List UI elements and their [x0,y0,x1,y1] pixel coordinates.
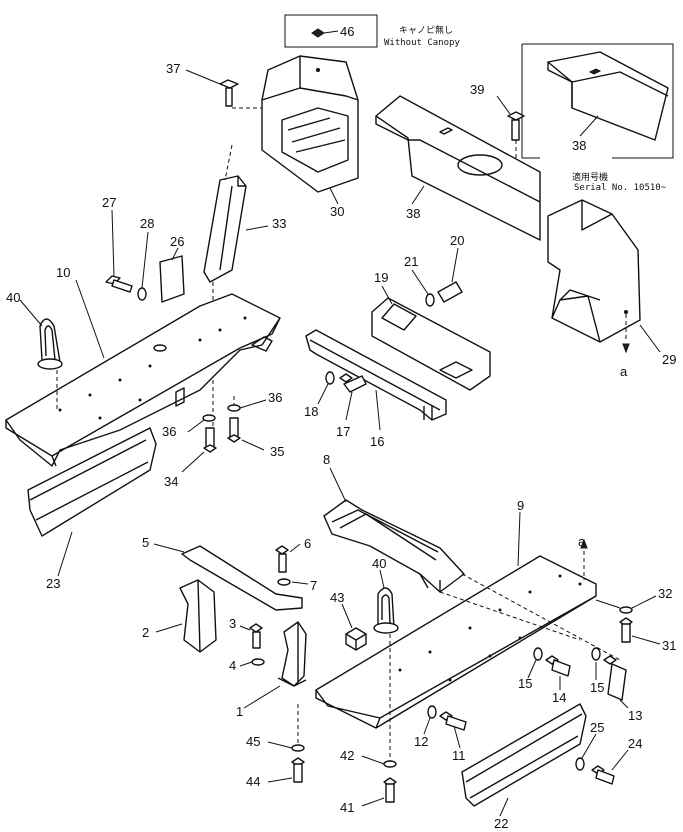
part-43-block [341,603,367,651]
without-canopy-inset: キャノピ無し Without Canopy [284,14,460,48]
parts-20-21 [411,247,463,307]
callout-14: 14 [552,690,566,705]
without-canopy-jp-text: キャノピ無し [399,24,453,36]
callout-10: 10 [56,265,70,280]
without-canopy-en-text: Without Canopy [384,38,460,48]
callout-24: 24 [628,736,642,751]
part-22-cover [461,703,587,817]
callout-20: 20 [450,233,464,248]
callout-6: 6 [304,536,311,551]
callout-39: 39 [470,82,484,97]
callout-16: 16 [370,434,384,449]
callout-28: 28 [140,216,154,231]
callout-42: 42 [340,748,354,763]
callout-34: 34 [164,474,178,489]
part-5-bar [153,543,303,611]
callout-1: 1 [236,704,243,719]
part-38-cover [375,95,541,241]
part-23-cover [27,427,157,577]
part-8-crossmember [323,467,465,593]
callout-35: 35 [270,444,284,459]
part-40-ring-lower [373,569,399,762]
callout-36b: 36 [268,390,282,405]
part-1-support [243,621,307,709]
part-9-base-frame [315,511,621,729]
callout-5: 5 [142,535,149,550]
callout-30: 30 [330,204,344,219]
parts-13-15b [591,647,629,709]
parts-17-18 [317,371,367,421]
callout-32: 32 [658,586,672,601]
parts-24-25 [575,733,629,785]
part-16-crossbar [305,329,447,431]
parts-6-7 [275,543,309,586]
part-19-bracket [371,285,491,391]
parts-11-12 [423,705,467,749]
callout-2: 2 [142,625,149,640]
parts-3-4 [239,623,265,667]
callout-31: 31 [662,638,676,653]
callout-45: 45 [246,734,260,749]
serial-jp-text: 適用号機 [572,171,608,183]
callout-33: 33 [272,216,286,231]
part-39-bolt [496,95,525,158]
callout-22: 22 [494,816,508,831]
callout-7: 7 [310,578,317,593]
callout-46: 46 [340,24,354,39]
callout-29: 29 [662,352,676,367]
callout-43: 43 [330,590,344,605]
callout-4: 4 [229,658,236,673]
parts-41-42-44-45 [267,704,397,807]
part-30-box [232,55,359,205]
callout-38a: 38 [572,138,586,153]
callout-36a: 36 [162,424,176,439]
parts-31-32 [619,595,661,645]
callout-17: 17 [336,424,350,439]
callout-21: 21 [404,254,418,269]
arrow-label-a-lower: a [578,534,586,549]
callout-11: 11 [452,748,466,763]
part-10-frame [5,279,281,467]
callout-27: 27 [102,195,116,210]
callout-40a: 40 [6,290,20,305]
callout-37: 37 [166,61,180,76]
callout-38b: 38 [406,206,420,221]
parts-27-28-26 [105,209,185,303]
callout-23: 23 [46,576,60,591]
callout-15a: 15 [518,676,532,691]
callout-18: 18 [304,404,318,419]
callout-13: 13 [628,708,642,723]
callout-19: 19 [374,270,388,285]
callout-labels: 1 2 3 4 5 6 7 8 9 10 11 12 13 14 15 15 1… [6,24,676,831]
part-29-cover [547,199,661,354]
callout-40b: 40 [372,556,386,571]
callout-3: 3 [229,616,236,631]
parts-34-35-36 [181,396,267,473]
part-37-bolt [185,69,239,107]
callout-15b: 15 [590,680,604,695]
part-2-support [155,579,217,653]
part-33-bracket [203,144,269,440]
callout-9: 9 [517,498,524,513]
serial-en-text: Serial No. 10510~ [574,183,667,193]
callout-44: 44 [246,774,260,789]
callout-41: 41 [340,800,354,815]
serial-inset: 適用号機 Serial No. 10510~ [521,43,674,193]
part-40-ring-upper [19,299,63,412]
callout-26: 26 [170,234,184,249]
callout-25: 25 [590,720,604,735]
parts-14-15a [527,647,571,690]
callout-8: 8 [323,452,330,467]
arrow-label-a-upper: a [620,364,628,379]
callout-12: 12 [414,734,428,749]
